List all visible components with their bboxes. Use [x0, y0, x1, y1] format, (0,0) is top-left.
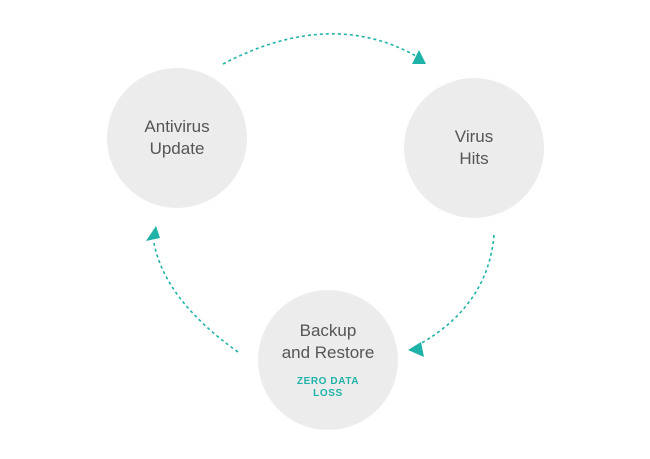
arrowhead-backup-to-update — [146, 226, 160, 241]
node-virus-line2: Hits — [459, 149, 489, 168]
node-antivirus-line1: Antivirus — [144, 117, 210, 136]
node-antivirus-line2: Update — [149, 139, 205, 158]
node-backup-and-restore: Backup and Restore ZERO DATA LOSS — [258, 290, 398, 430]
arrowhead-update-to-hits — [412, 50, 426, 64]
node-backup-line2: and Restore — [281, 343, 375, 362]
node-virus-hits: Virus Hits — [404, 78, 544, 218]
node-virus-line1: Virus — [454, 127, 494, 146]
node-backup-line1: Backup — [299, 321, 357, 340]
arrow-hits-to-backup — [419, 234, 495, 345]
node-antivirus-update: Antivirus Update — [107, 68, 247, 208]
arrowhead-hits-to-backup — [408, 342, 424, 357]
arrow-backup-to-update — [153, 242, 239, 353]
arrow-update-to-hits — [222, 33, 417, 65]
zero-data-loss-note: ZERO DATA LOSS — [296, 376, 360, 399]
